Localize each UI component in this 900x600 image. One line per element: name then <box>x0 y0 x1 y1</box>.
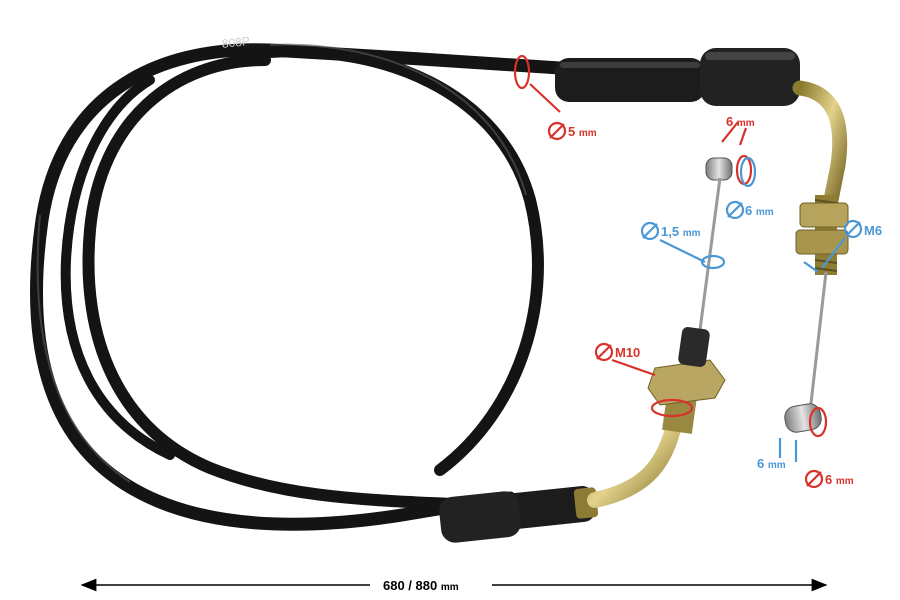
top-bent-tube <box>792 80 848 213</box>
inner-wire <box>698 177 722 331</box>
svg-text:6 mm: 6 mm <box>825 472 854 487</box>
svg-text:6 mm: 6 mm <box>726 114 755 129</box>
svg-text:5 mm: 5 mm <box>568 124 597 139</box>
top-sleeve <box>555 48 800 106</box>
blue-annotations <box>640 156 863 462</box>
top-threaded-end <box>795 195 849 275</box>
bottom-threaded-end <box>647 327 726 434</box>
cable-sheath <box>29 43 567 531</box>
svg-text:6 mm: 6 mm <box>757 456 786 471</box>
svg-text:M10: M10 <box>615 345 640 360</box>
svg-text:M6: M6 <box>864 223 882 238</box>
svg-text:6 mm: 6 mm <box>745 203 774 218</box>
svg-text:1,5 mm: 1,5 mm <box>661 224 701 239</box>
total-length-label: 680 / 880 mm <box>383 578 459 593</box>
label-thread-m10: M10 <box>615 345 640 360</box>
label-bottom-nipple-length: 6 mm <box>757 456 786 471</box>
top-inner-wire <box>808 271 828 413</box>
label-bottom-nipple-diameter: 6 mm <box>825 472 854 487</box>
label-thread-m6: M6 <box>864 223 882 238</box>
label-outer-sheath: 5 mm <box>568 124 597 139</box>
label-inner-wire: 1,5 mm <box>661 224 701 239</box>
top-nipple <box>705 157 733 181</box>
label-top-nipple-length: 6 mm <box>726 114 755 129</box>
total-length-dimension: 680 / 880 mm <box>80 578 828 593</box>
cable-print: 808P <box>221 34 250 51</box>
bottom-right-nipple <box>784 403 822 433</box>
label-top-nipple-diameter: 6 mm <box>745 203 774 218</box>
bottom-sleeve <box>439 486 599 543</box>
red-annotations <box>513 54 828 489</box>
